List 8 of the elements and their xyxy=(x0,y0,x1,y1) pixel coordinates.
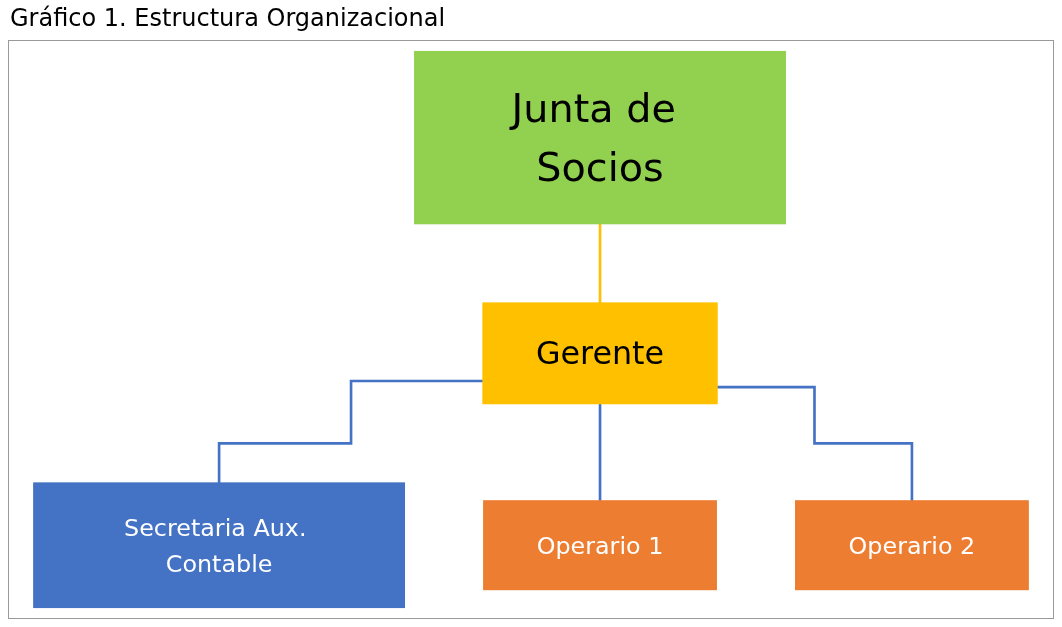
node-box: Operario 2 xyxy=(795,500,1029,591)
node-box: Operario 1 xyxy=(483,500,717,591)
node-box: Junta de Socios xyxy=(414,50,786,225)
connector xyxy=(598,222,602,305)
node-box: Gerente xyxy=(482,302,718,405)
node-box: Secretaria Aux. Contable xyxy=(33,482,406,609)
diagram-title: Gráfico 1. Estructura Organizacional xyxy=(9,3,447,34)
connector xyxy=(217,379,483,485)
